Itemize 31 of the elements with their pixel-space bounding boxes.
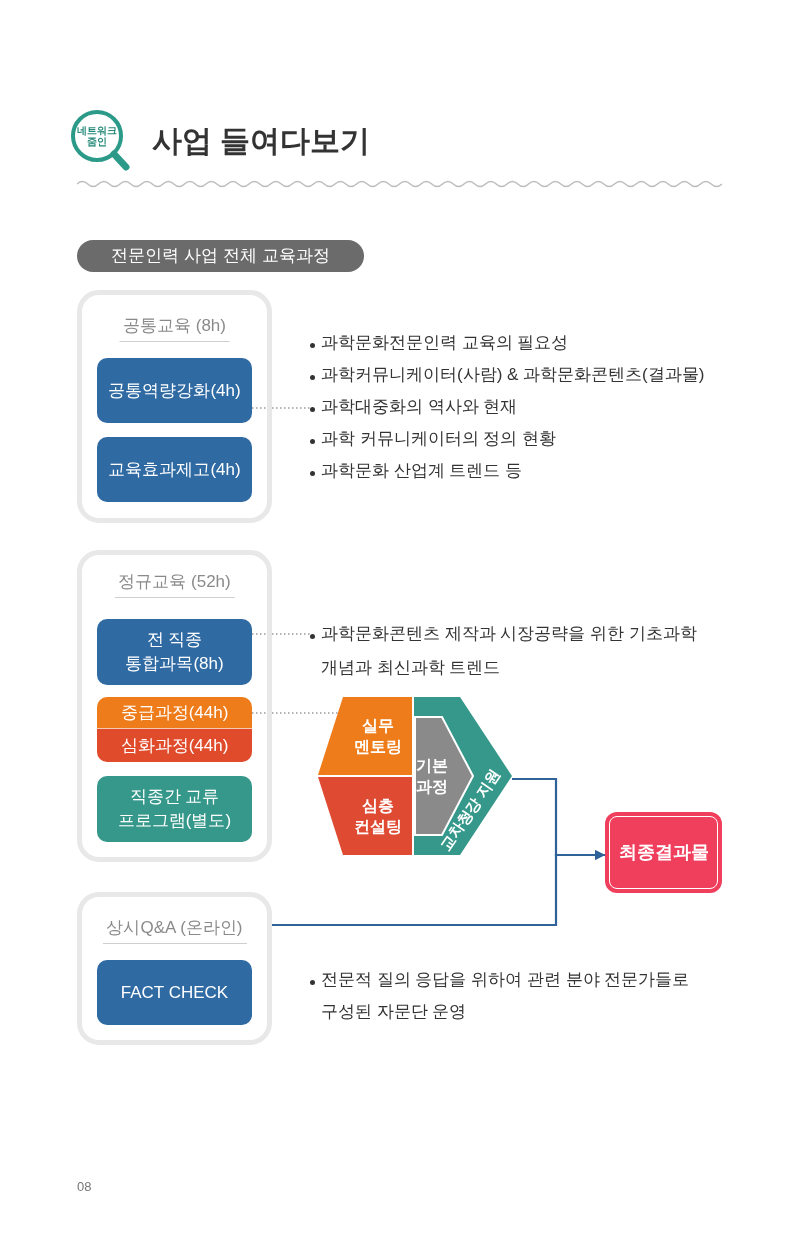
arrow — [272, 850, 605, 927]
result-box: 최종결과물 — [605, 812, 722, 893]
segment-label: 심층 컨설팅 — [353, 796, 403, 837]
bullet-text: 과학문화콘텐츠 제작과 시장공략을 위한 기초과학 개념과 최신과학 트렌드 — [321, 623, 698, 679]
group-panel — [77, 550, 272, 862]
bullet-text: 전문적 질의 응답을 위하여 관련 분야 전문가들로 구성된 자문단 운영 — [321, 969, 691, 1023]
group-panel — [77, 290, 272, 523]
group-heading: 정규교육 (52h) — [114, 570, 235, 598]
course-box: FACT CHECK — [97, 960, 252, 1025]
magnifier-label: 네트워크 줌인 — [76, 125, 118, 147]
group-heading: 상시Q&A (온라인) — [102, 916, 247, 944]
bullet-text: 과학 커뮤니케이터의 정의 현황 — [321, 428, 557, 450]
course-box: 공통역량강화(4h) — [97, 358, 252, 423]
group-heading: 공통교육 (8h) — [119, 314, 230, 342]
course-box: 교육효과제고(4h) — [97, 437, 252, 502]
bullet-text: 과학대중화의 역사와 현재 — [321, 396, 518, 418]
course-box: 중급과정(44h) — [97, 697, 252, 728]
group-panel — [77, 892, 272, 1045]
course-box: 직종간 교류 프로그램(별도) — [97, 776, 252, 842]
section-heading-bar: 전문인력 사업 전체 교육과정 — [77, 240, 364, 272]
page-title: 사업 들여다보기 — [152, 123, 371, 159]
segment-label: 기본 과정 — [415, 756, 449, 797]
dotted-leader-line — [251, 407, 311, 409]
bullet-text: 과학문화 산업계 트렌드 등 — [321, 460, 523, 482]
segment-label: 실무 멘토링 — [353, 716, 403, 757]
course-box: 심화과정(44h) — [97, 728, 252, 762]
bullet-text: 과학문화전문인력 교육의 필요성 — [321, 332, 569, 354]
page-number: 08 — [77, 1178, 92, 1196]
bullet-text: 과학커뮤니케이터(사람) & 과학문화콘텐츠(결과물) — [321, 364, 705, 386]
course-box: 전 직종 통합과목(8h) — [97, 619, 252, 685]
dotted-leader-line — [251, 633, 311, 635]
